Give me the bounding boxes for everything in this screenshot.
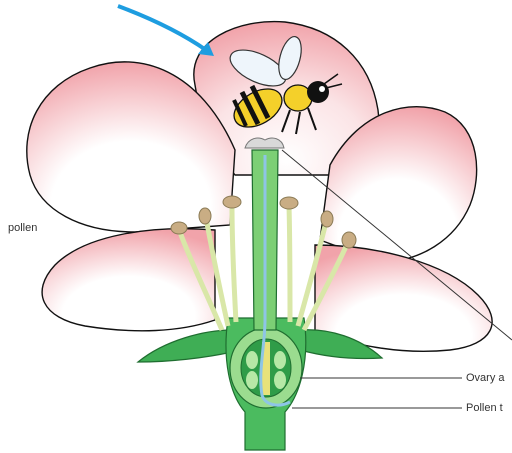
anther	[223, 196, 241, 208]
pollen-tube-label: Pollen t	[466, 402, 503, 414]
anther	[171, 222, 187, 234]
pointer-arrow-icon	[118, 6, 214, 56]
anther	[199, 208, 211, 224]
anther	[342, 232, 356, 248]
ovule	[246, 351, 258, 369]
filament	[232, 205, 236, 322]
anther	[280, 197, 298, 209]
pollen-label: pollen	[8, 222, 37, 234]
bee-head	[307, 81, 329, 103]
ovary-label: Ovary a	[466, 372, 505, 384]
ovule	[246, 371, 258, 389]
petal-left-lower	[42, 229, 215, 331]
stigma	[245, 138, 284, 148]
anther	[321, 211, 333, 227]
ovary	[230, 328, 302, 408]
ovule	[274, 371, 286, 389]
sepal-left	[138, 330, 232, 362]
filament	[289, 206, 290, 322]
bee-eye	[319, 86, 325, 92]
ovule	[274, 351, 286, 369]
